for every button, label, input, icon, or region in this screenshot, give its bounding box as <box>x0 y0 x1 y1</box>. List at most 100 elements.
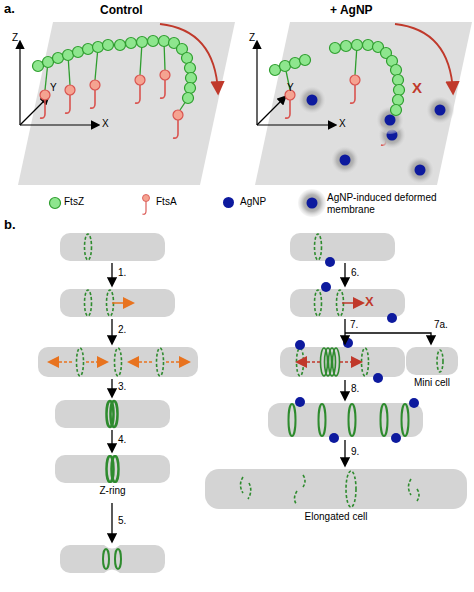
agnp-particle <box>298 86 326 114</box>
cell-label: Mini cell <box>386 377 474 388</box>
ftsz-filament <box>53 53 64 64</box>
panel-title: Control <box>100 4 143 17</box>
ftsz-filament <box>43 57 54 68</box>
axes <box>19 42 20 125</box>
ftsz-ring <box>77 348 84 376</box>
axis-label: Z <box>249 32 255 43</box>
step-arrow <box>111 430 112 451</box>
ftsa-protein <box>285 90 295 118</box>
step-arrow <box>345 333 431 343</box>
cell-label: Z-ring <box>35 485 190 496</box>
ftsz-filament <box>33 36 405 116</box>
panel-letter: b. <box>4 218 16 232</box>
legend-sample <box>50 189 327 217</box>
elongated-cell: Elongated cell <box>205 469 467 524</box>
ftsz-ring <box>315 234 322 260</box>
axes <box>20 97 48 125</box>
ftsz-filament <box>33 61 44 72</box>
treadmill-arrow <box>160 24 453 92</box>
cell-outline <box>406 347 458 375</box>
ftsz-ring <box>362 348 369 376</box>
legend-sample <box>143 195 150 215</box>
axis-label: Y <box>50 82 57 93</box>
step-number: 2. <box>118 324 126 335</box>
ftsz-ring <box>85 290 92 316</box>
bacterial-cell <box>60 233 165 261</box>
ftsa-protein <box>65 85 75 113</box>
ftsz-filament <box>363 40 374 51</box>
ftsz-filament <box>63 50 74 61</box>
ftsz-ring <box>349 404 356 436</box>
cell-outline <box>205 469 467 509</box>
step-number: 3. <box>118 381 126 392</box>
panel-letter: a. <box>4 2 15 16</box>
ftsa-protein <box>160 70 170 98</box>
ftsz-filament <box>280 61 291 72</box>
ftsa-protein <box>135 75 145 103</box>
axes <box>257 97 285 125</box>
bacterial-cell <box>38 233 423 573</box>
panel-title: + AgNP <box>330 4 373 17</box>
ring-movement-arrow <box>342 302 362 304</box>
ftsz-ring <box>85 234 92 260</box>
ftsz-ring <box>111 401 118 427</box>
ftsz-ring <box>319 404 326 436</box>
agnp-particle <box>298 86 454 184</box>
ftsz-filament <box>115 40 126 51</box>
step-number: 1. <box>118 267 126 278</box>
step-arrow <box>344 380 345 399</box>
agnp-particle <box>406 156 434 184</box>
cell-outline <box>241 477 251 499</box>
agnp-particle <box>331 146 359 174</box>
cell-outline <box>205 469 467 509</box>
cell-outline <box>346 471 356 507</box>
ftsa-protein <box>350 75 360 103</box>
cell-outline <box>409 479 420 501</box>
ftsz-filament <box>391 65 402 76</box>
ftsz-ring <box>115 348 122 376</box>
axes <box>20 124 98 125</box>
step-number: 4. <box>118 434 126 445</box>
ftsz-ring <box>157 348 164 376</box>
ftsz-filament <box>185 83 196 94</box>
bacterial-cell <box>60 545 165 573</box>
agnp-particle <box>295 340 305 350</box>
agnp-particle <box>321 282 331 292</box>
step-number: 6. <box>351 267 359 278</box>
ftsz-filament <box>330 43 341 54</box>
ftsz-filament <box>126 38 137 49</box>
ftsz-filament <box>148 36 159 47</box>
axis-label: Y <box>287 82 294 93</box>
legend-swatch <box>223 197 234 208</box>
agnp-particle <box>295 397 305 407</box>
ftsz-filament <box>394 85 405 96</box>
step-number: 5. <box>118 515 126 526</box>
ftsz-filament <box>137 37 148 48</box>
legend-text: AgNP-induced deformed membrane <box>327 192 469 215</box>
legend-text: AgNP <box>240 196 266 208</box>
cell-label: Elongated cell <box>185 511 474 522</box>
ring-movement-arrow <box>340 361 360 363</box>
agnp-particle <box>387 313 397 323</box>
membrane-plane <box>18 22 235 185</box>
ftsz-filament <box>183 93 194 104</box>
agnp-particle <box>325 257 335 267</box>
legend-sample <box>298 189 326 217</box>
step-arrow <box>111 379 112 396</box>
ring-movement-arrow <box>50 303 362 362</box>
block-mark: X <box>412 80 422 97</box>
legend-text: FtsZ <box>64 196 84 208</box>
ftsz-filament <box>103 40 114 51</box>
legend-text: FtsA <box>156 196 177 208</box>
ftsz-filament <box>290 58 301 69</box>
bacterial-cell <box>55 400 170 428</box>
ftsz-filament <box>341 41 352 52</box>
cell-with-z-ring: Z-ring <box>55 455 170 498</box>
ftsz-ring <box>115 549 121 569</box>
ftsa-protein <box>90 80 100 108</box>
legend-sample <box>143 195 150 215</box>
bacterial-cell <box>268 403 423 437</box>
ftsz-filament <box>393 95 404 106</box>
bacterial-cell <box>38 347 198 377</box>
step-arrow <box>111 503 112 541</box>
